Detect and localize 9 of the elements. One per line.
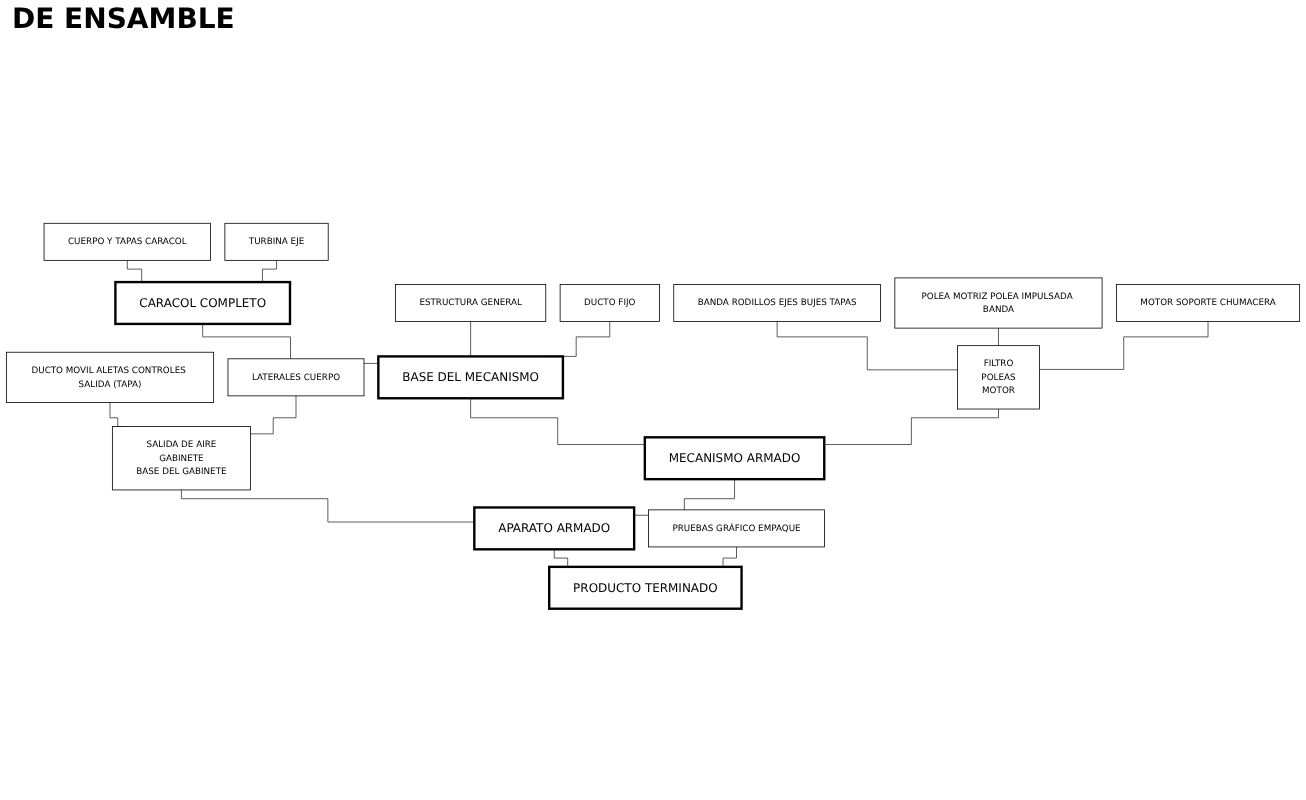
connector: [1039, 321, 1209, 370]
connector: [470, 397, 646, 445]
connector: [998, 327, 999, 347]
connector: [470, 321, 472, 357]
connector: [776, 321, 958, 371]
connector: [250, 395, 297, 435]
diagram-title: DE ENSAMBLE: [12, 4, 237, 36]
connector: [823, 408, 999, 445]
connector: [181, 489, 475, 523]
